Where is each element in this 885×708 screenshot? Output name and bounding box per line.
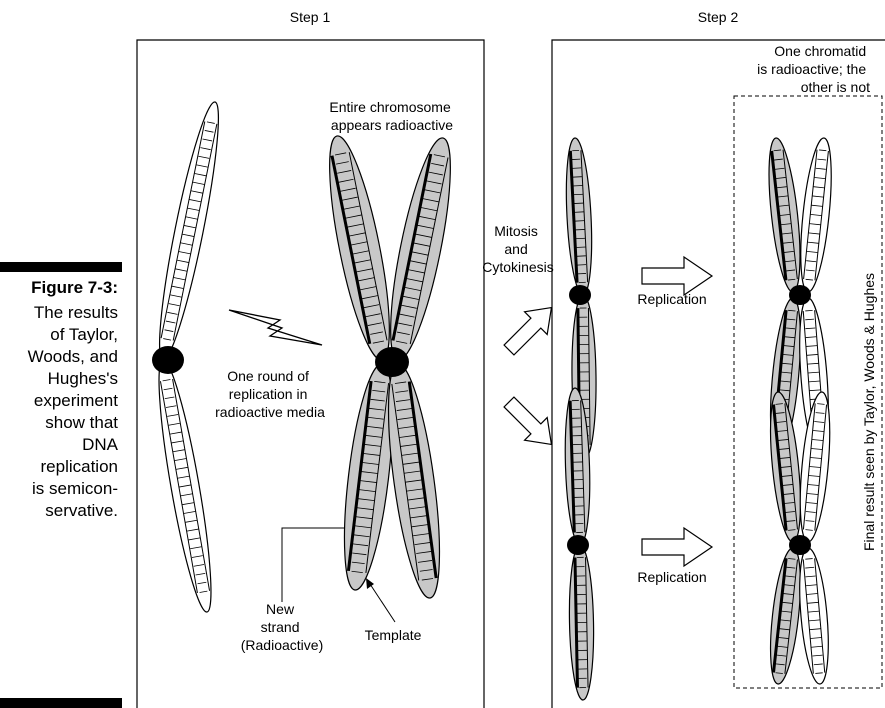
daughter-top-centromere — [569, 285, 591, 305]
radiation-bolt-icon — [229, 310, 322, 345]
final-bottom-centromere — [789, 535, 811, 555]
template-label: Template — [365, 627, 422, 643]
template-leader — [370, 584, 395, 622]
replicated-right-upper-arm — [378, 134, 462, 364]
replication-label-bottom: Replication — [637, 569, 706, 585]
new-strand-leader — [282, 528, 348, 602]
original-centromere — [152, 346, 184, 374]
replicated-right-lower-arm — [378, 361, 450, 600]
final-top-grey-upper-arm — [763, 137, 806, 294]
arrow-to-bottom-daughter-icon — [498, 391, 563, 456]
daughter-bottom-centromere — [567, 535, 589, 555]
final-bottom-white-lower-arm — [795, 547, 833, 685]
original-chromosome-lower-arm — [149, 358, 221, 615]
step1-heading: Step 1 — [290, 9, 331, 25]
entire-chromosome-label: Entire chromosome appears radioactive — [329, 99, 454, 133]
replicated-left-upper-arm — [317, 132, 401, 364]
replicated-centromere — [375, 347, 409, 377]
final-top-white-upper-arm — [795, 137, 837, 294]
replication-round-label: One round of replication in radioactive … — [215, 368, 325, 420]
new-strand-label: New strand (Radioactive) — [241, 601, 323, 653]
final-top-centromere — [789, 285, 811, 305]
arrow-to-top-daughter-icon — [498, 296, 563, 361]
step2-heading: Step 2 — [698, 9, 739, 25]
final-bottom-grey-lower-arm — [765, 547, 806, 686]
final-bottom-white-upper-arm — [795, 391, 835, 543]
mitosis-label: Mitosis and Cytokinesis — [482, 223, 554, 275]
chromatid-label: One chromatid is radioactive; the other … — [757, 43, 870, 95]
daughter-top-upper-arm — [563, 137, 595, 295]
replication-label-top: Replication — [637, 291, 706, 307]
original-chromosome-upper-arm — [149, 99, 228, 363]
final-result-label: Final result seen by Taylor, Woods & Hug… — [861, 273, 877, 551]
daughter-bottom-lower-arm — [568, 545, 595, 700]
final-bottom-grey-upper-arm — [765, 391, 806, 544]
replication-arrow-top-icon — [642, 257, 712, 295]
step2-panel-frame — [552, 40, 885, 708]
replication-arrow-bottom-icon — [642, 528, 712, 566]
